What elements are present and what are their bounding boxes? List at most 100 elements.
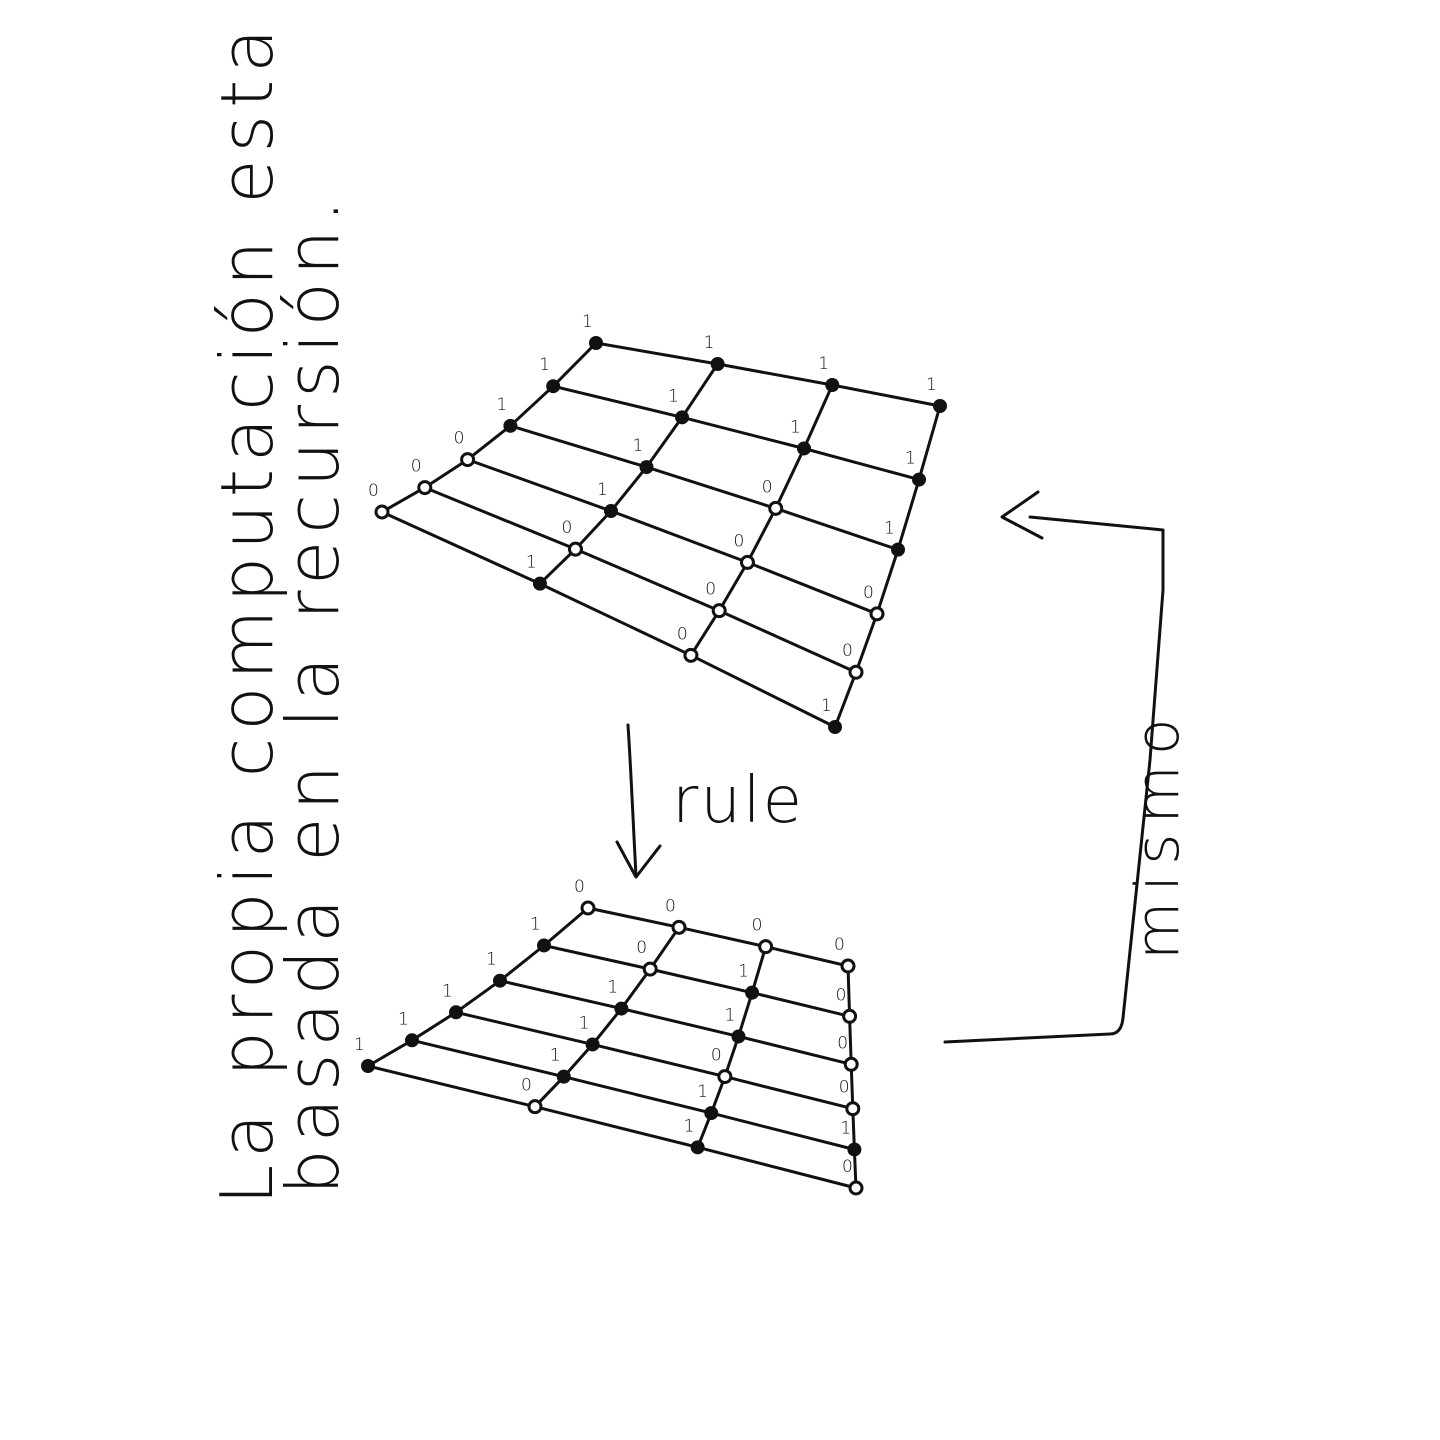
- top-grid-node-label: 1: [818, 354, 829, 374]
- bottom-grid-node-label: 1: [486, 950, 497, 970]
- bottom-grid-node-label: 1: [398, 1009, 409, 1029]
- bottom-grid-column-line: [498, 979, 853, 1066]
- top-grid-node-label: 0: [863, 583, 874, 603]
- bottom-grid-column-line: [454, 1010, 855, 1111]
- top-grid-node: [848, 664, 864, 680]
- bottom-grid-node-label: 1: [840, 1118, 851, 1138]
- bottom-grid-node: [405, 1033, 419, 1048]
- bottom-grid-node-label: 0: [636, 938, 647, 958]
- bottom-grid-node: [690, 1140, 705, 1155]
- top-grid-node: [768, 500, 784, 516]
- top-grid-node: [589, 336, 603, 350]
- top-grid-node-label: 1: [905, 449, 916, 469]
- top-grid-node: [503, 418, 518, 433]
- top-grid-node: [603, 504, 618, 519]
- top-grid-node-label: 1: [597, 480, 608, 500]
- top-grid-node-label: 1: [821, 696, 832, 716]
- top-grid-node: [711, 603, 727, 619]
- top-grid-node: [546, 379, 561, 394]
- top-grid-node: [567, 541, 583, 557]
- bottom-grid-node: [493, 973, 507, 988]
- bottom-grid-node: [840, 958, 856, 974]
- top-grid-node: [460, 452, 476, 468]
- top-grid-node: [796, 441, 811, 456]
- bottom-grid-node: [848, 1180, 864, 1196]
- top-grid-node-label: 0: [705, 580, 716, 600]
- note-line-1: La propia computación esta: [205, 22, 289, 1205]
- bottom-grid-node-label: 1: [354, 1035, 365, 1055]
- bottom-grid-node: [717, 1069, 733, 1085]
- top-grid-node: [739, 554, 755, 570]
- bottom-grid-node: [580, 900, 596, 916]
- top-grid-node-label: 1: [582, 312, 593, 332]
- top-grid-node: [933, 399, 947, 413]
- bottom-grid-column-line: [410, 1038, 856, 1151]
- bottom-grid-node-label: 1: [442, 981, 453, 1001]
- side-label: mismo: [1123, 708, 1193, 960]
- bottom-grid-node: [758, 939, 774, 955]
- top-grid-node-label: 1: [539, 355, 550, 375]
- bottom-grid-node-label: 1: [684, 1116, 695, 1136]
- top-grid-row-line: [538, 362, 720, 586]
- bottom-grid-node: [671, 919, 687, 935]
- rule-arrow: [615, 723, 662, 879]
- bottom-grid-node-label: 0: [836, 985, 847, 1005]
- bottom-grid-node-label: 0: [521, 1076, 532, 1096]
- bottom-grid-node-label: 0: [842, 1157, 853, 1177]
- top-grid-node-label: 0: [411, 457, 422, 477]
- top-grid-node: [710, 357, 725, 371]
- bottom-grid-node: [556, 1069, 571, 1084]
- bottom-grid-node-label: 1: [724, 1005, 735, 1025]
- top-grid-node-label: 1: [668, 386, 679, 406]
- top-grid-node: [675, 410, 690, 425]
- bottom-grid-node: [843, 1056, 859, 1072]
- bottom-grid-node-label: 0: [711, 1046, 722, 1066]
- top-grid-node-label: 1: [926, 375, 937, 395]
- top-grid-row-line: [833, 404, 942, 729]
- top-grid-node: [912, 472, 926, 487]
- top-grid-node-label: 0: [677, 624, 688, 644]
- top-grid-column-line: [594, 341, 942, 408]
- bottom-grid-row-line: [366, 906, 590, 1068]
- bottom-grid-node: [642, 961, 658, 977]
- feedback-arrow: [943, 490, 1165, 1044]
- top-grid-node: [683, 647, 699, 663]
- top-grid-node-label: 1: [790, 417, 801, 437]
- bottom-grid-node: [614, 1001, 629, 1016]
- top-grid-node: [532, 576, 547, 591]
- bottom-grid-node: [731, 1029, 746, 1044]
- top-grid-node: [891, 542, 905, 557]
- top-grid-node: [825, 378, 840, 392]
- bottom-grid-column-line: [586, 906, 850, 968]
- top-grid-node-label: 1: [704, 333, 715, 353]
- bottom-grid-node-label: 0: [574, 877, 585, 897]
- bottom-grid-node: [585, 1037, 600, 1052]
- bottom-grid-node-label: 0: [837, 1033, 848, 1053]
- bottom-grid-node-label: 1: [579, 1013, 590, 1033]
- bottom-grid-node: [845, 1101, 861, 1117]
- top-grid-node: [417, 480, 433, 496]
- top-grid-node: [374, 504, 390, 520]
- rule-label: rule: [672, 764, 804, 838]
- bottom-grid-node: [537, 938, 551, 953]
- top-grid-node-label: 0: [762, 477, 773, 497]
- top-grid-node-label: 1: [633, 436, 644, 456]
- top-grid-column-line: [423, 486, 858, 674]
- bottom-grid-node: [745, 985, 760, 1000]
- bottom-grid-column-line: [542, 944, 852, 1018]
- top-grid-node: [828, 720, 842, 734]
- top-grid-column-line: [466, 458, 879, 616]
- bottom-grid-node-label: 1: [550, 1046, 561, 1066]
- top-grid-row-line: [380, 341, 598, 514]
- top-grid-node-label: 1: [496, 395, 507, 415]
- bottom-grid-column-line: [366, 1064, 858, 1190]
- top-grid-row-line: [689, 383, 834, 657]
- bottom-grid-node-label: 0: [834, 935, 845, 955]
- bottom-grid-node-label: 0: [665, 896, 676, 916]
- bottom-grid-node: [527, 1099, 543, 1115]
- top-grid-node-label: 0: [842, 641, 853, 661]
- bottom-grid-node-label: 1: [530, 914, 541, 934]
